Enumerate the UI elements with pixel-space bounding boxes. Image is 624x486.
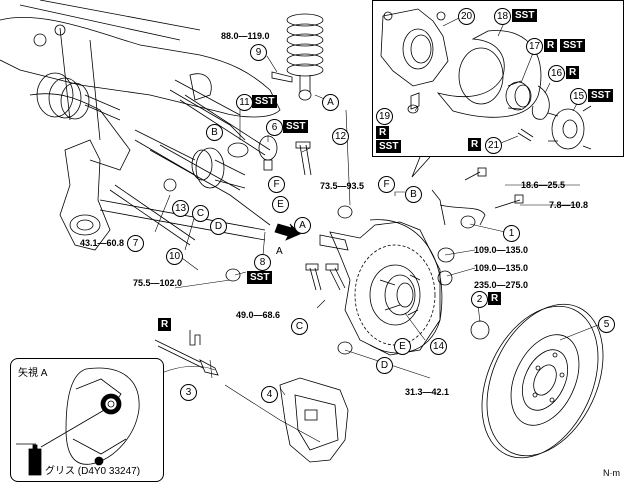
leader-lines [124, 55, 599, 443]
part-20: 20 [458, 8, 475, 25]
trailing-arm-bracket [59, 139, 111, 251]
letter-c-knuckle: C [291, 318, 308, 335]
torque-7: 7.8—10.8 [549, 200, 589, 210]
lateral-links [99, 94, 271, 246]
r-badge-16: R [566, 66, 580, 79]
torque-9: 88.0—119.0 [221, 31, 270, 41]
torque-31: 31.3—42.1 [405, 387, 450, 397]
snap-ring-16 [531, 85, 550, 120]
sst-badge-11: SST [252, 95, 278, 108]
hub-bolt-21 [517, 128, 534, 142]
part-13: 13 [172, 200, 189, 217]
r-badge-21: R [468, 138, 482, 151]
brake-disc [481, 303, 604, 459]
torque-75: 75.5—102.0 [133, 278, 183, 288]
sst-badge-8: SST [247, 271, 273, 284]
r-badge-19: R [376, 126, 390, 139]
sst-badge-18: SST [512, 9, 538, 22]
knuckle-hub-assembly [319, 221, 441, 356]
part-5: 5 [598, 316, 615, 333]
part-4: 4 [261, 386, 278, 403]
part-1: 1 [503, 225, 520, 242]
brake-caliper [279, 377, 349, 463]
part-11: 11 [236, 94, 253, 111]
letter-a-shock: A [322, 94, 339, 111]
knuckle-20 [380, 8, 449, 87]
torque-49: 49.0—68.6 [236, 310, 281, 320]
part-3: 3 [180, 384, 197, 401]
letter-e-link: E [272, 196, 289, 213]
part-8: 8 [254, 254, 271, 271]
letter-c-link: C [192, 205, 209, 222]
bolts [163, 141, 524, 355]
view-a-drawing [16, 367, 140, 476]
backing-plate [65, 367, 140, 466]
inset-drawing [380, 8, 592, 150]
r-badge-3: R [158, 318, 172, 331]
bolt-19 [407, 92, 420, 114]
inset-pointer [411, 156, 431, 178]
inset-detail-box [372, 0, 624, 157]
part-7: 7 [127, 235, 144, 252]
part-17: 17 [526, 38, 543, 55]
sst-badge-6: SST [283, 120, 309, 133]
hub-15 [547, 105, 592, 150]
letter-f-arm: F [268, 176, 285, 193]
part-10: 10 [166, 248, 183, 265]
view-a-title: 矢視 A [18, 368, 48, 379]
letter-d-link: D [210, 218, 227, 235]
part-15: 15 [570, 88, 587, 105]
torque-73: 73.5—93.5 [320, 181, 365, 191]
part-6: 6 [266, 119, 283, 136]
part-12: 12 [332, 128, 349, 145]
torque-109a: 109.0—135.0 [474, 245, 529, 255]
abs-sensor [431, 189, 486, 229]
wheel-bearing-17 [505, 80, 532, 111]
part-19: 19 [376, 108, 393, 125]
view-a-box [10, 358, 164, 482]
grease-label: グリス (D4Y0 33247) [45, 466, 141, 477]
letter-a-knuckle: A [294, 217, 311, 234]
part-14: 14 [430, 338, 447, 355]
view-arrow [274, 223, 301, 241]
letter-e-knuckle: E [394, 338, 411, 355]
letter-b-arm: B [206, 124, 223, 141]
drive-shaft-outer [134, 129, 246, 189]
part-16: 16 [548, 65, 565, 82]
torque-109b: 109.0—135.0 [474, 263, 529, 273]
part-2: 2 [471, 291, 488, 308]
grease-leader [16, 408, 107, 448]
sst-badge-19: SST [376, 140, 402, 153]
view-arrow-label: A [276, 246, 283, 257]
r-badge-17: R [544, 39, 558, 52]
part-21: 21 [485, 137, 502, 154]
torque-43: 43.1—60.8 [80, 238, 125, 248]
r-badge-2: R [488, 292, 502, 305]
letter-d-knuckle: D [376, 357, 393, 374]
part-9: 9 [250, 44, 267, 61]
letter-f-knuckle: F [378, 176, 395, 193]
part-18: 18 [494, 8, 511, 25]
rear-subframe [0, 0, 281, 171]
inner-cv-boot [36, 72, 121, 121]
torque-18: 18.6—25.5 [521, 180, 566, 190]
dust-shield-18 [436, 30, 542, 118]
sst-badge-17: SST [560, 39, 586, 52]
letter-b-knuckle: B [405, 186, 422, 203]
sst-badge-15: SST [588, 89, 614, 102]
torque-235: 235.0—275.0 [474, 280, 529, 290]
shock-absorber-spring [271, 13, 324, 101]
upper-arm [169, 79, 278, 171]
parking-brake-cable [154, 330, 219, 376]
grease-can-icon [28, 444, 42, 476]
torque-unit: N·m [603, 468, 620, 478]
